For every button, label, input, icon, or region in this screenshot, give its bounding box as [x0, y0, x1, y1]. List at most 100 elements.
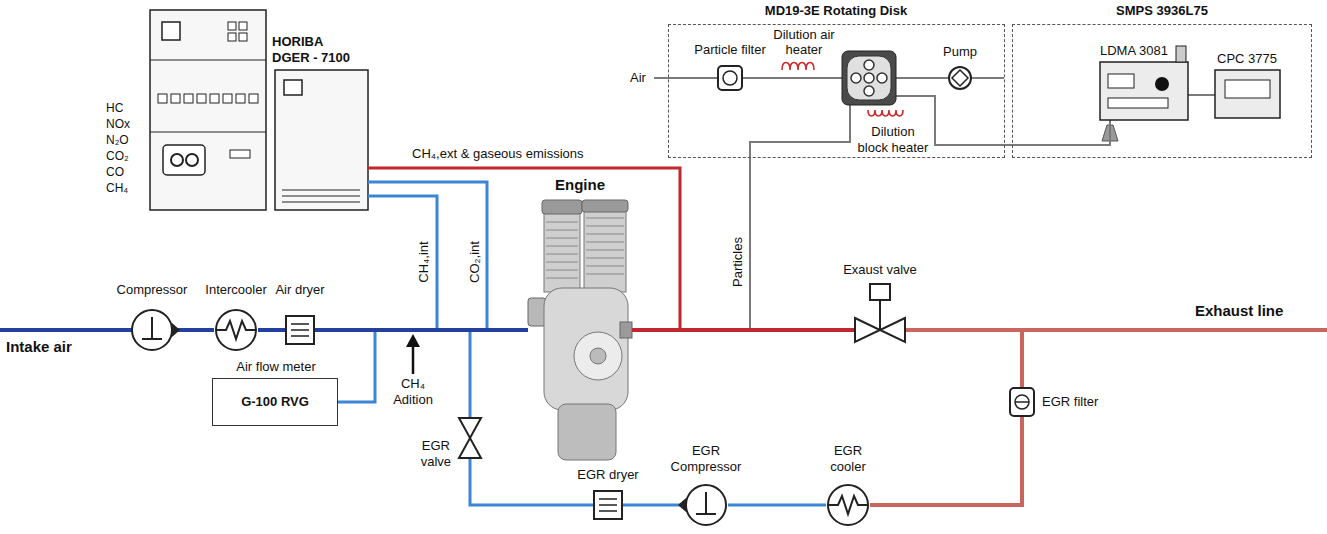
- rack-knob: [171, 154, 183, 166]
- rack-indicator: [249, 94, 258, 103]
- pipe: [742, 77, 842, 79]
- rack-indicator: [197, 94, 206, 103]
- flow-label: CH₄,ext & gaseous emissions: [412, 146, 584, 162]
- engine-sump: [558, 404, 616, 460]
- flow-label: CO₂,int: [467, 241, 483, 283]
- compressor-rotor: [142, 317, 162, 339]
- dryer-trays: [291, 324, 309, 336]
- compressor-rotor: [696, 492, 716, 514]
- component-label: Particle filter: [694, 42, 766, 58]
- instrument-knob: [1155, 77, 1169, 91]
- pipe: [470, 458, 594, 505]
- pipe: [632, 328, 855, 332]
- disk-housing: [842, 51, 896, 105]
- rack-knob: [186, 154, 198, 166]
- disk-cavity: [877, 73, 887, 83]
- pipe: [905, 330, 1022, 388]
- dryer-trays: [599, 499, 617, 511]
- rack-button: [239, 33, 247, 41]
- component-label: SMPS 3936L75: [1116, 3, 1208, 19]
- rack-button: [228, 33, 236, 41]
- component-label: Engine: [555, 176, 605, 194]
- dilution-unit: MD19-3E Rotating DiskParticle filterDilu…: [668, 24, 1005, 158]
- compressor-casing: [686, 485, 726, 525]
- pipe: [368, 168, 680, 330]
- unit-vents: [282, 190, 360, 202]
- heater-label: Dilution air heater: [773, 28, 835, 58]
- valve-half: [880, 318, 905, 342]
- analyzer-rack: [150, 10, 266, 210]
- component-label: EGR cooler: [830, 443, 865, 474]
- air-dryer-symbol: [286, 316, 314, 344]
- pipe: [258, 328, 286, 332]
- engine-cylinder: [584, 208, 626, 292]
- pump-rotor: [952, 70, 968, 86]
- rack-indicator: [210, 94, 219, 103]
- particle-counter: CPC 3775: [1215, 70, 1280, 118]
- egr-filter: EGR filter: [1010, 388, 1034, 416]
- disk-plate: [847, 56, 891, 100]
- component-label: Air flow meter: [236, 359, 315, 375]
- component-label: Dilution block heater: [856, 124, 930, 155]
- gas-analyzer: HC NOx N₂O CO₂ CO CH₄HORIBA DGER - 7100: [100, 8, 368, 213]
- injection-label: CH₄ Adition: [393, 376, 433, 407]
- exhaust-port: [620, 322, 632, 338]
- egr-dryer-symbol: [594, 491, 622, 519]
- intake-pipe: [0, 328, 134, 332]
- egr-cooler: EGR cooler: [826, 483, 870, 527]
- pump-outlet-pipe: [970, 77, 1004, 79]
- egr-cooler-symbol: [826, 483, 870, 527]
- cooler-coil: [828, 496, 868, 514]
- cylinder-fins: [586, 218, 624, 274]
- heater-coil: [782, 63, 814, 71]
- instrument-panel: [1108, 98, 1168, 108]
- air-flow-meter: Air flow meterG-100 RVG: [212, 378, 338, 426]
- compressor: Compressor: [130, 308, 174, 352]
- component-label: Compressor: [117, 282, 188, 298]
- dryer-body: [594, 491, 622, 519]
- pipe: [632, 105, 850, 330]
- valve-half: [459, 438, 481, 458]
- disk-cavity: [864, 86, 874, 96]
- analyzer-unit: [275, 70, 368, 210]
- component-label: Pump: [943, 44, 977, 60]
- valve-half: [855, 318, 880, 342]
- particle-sizer: SMPS 3936L75LDMA 3081CPC 3775: [1012, 24, 1312, 158]
- component-label: EGR Compressor: [671, 443, 742, 474]
- rack-button: [239, 22, 247, 30]
- rack-display: [162, 22, 180, 40]
- component-label: HC NOx N₂O CO₂ CO CH₄: [106, 100, 130, 196]
- disk-cavity: [851, 73, 861, 83]
- heater-coil: [868, 110, 903, 116]
- meter-name: G-100 RVG: [241, 394, 309, 410]
- cylinder-head: [542, 200, 582, 214]
- rack-slot: [230, 150, 250, 158]
- component-label: CPC 3775: [1217, 51, 1277, 67]
- filter-body: [1010, 388, 1034, 416]
- pipe: [896, 96, 1110, 145]
- pipe: [1188, 94, 1215, 96]
- rack-divider: [150, 60, 266, 61]
- intercooler-symbol: [214, 308, 258, 352]
- pump: Pump: [948, 66, 972, 90]
- clutch-hub: [590, 348, 606, 364]
- pipe: [314, 328, 528, 332]
- pipe: [314, 182, 487, 330]
- particle-filter-symbol: [718, 66, 742, 90]
- component-label: EGR filter: [1042, 394, 1098, 410]
- outlet-mark: [172, 323, 180, 337]
- cylinder-head: [582, 200, 628, 212]
- engine-crankcase: [544, 288, 628, 410]
- rack-indicator: [184, 94, 193, 103]
- filter-body: [718, 66, 742, 90]
- rotating-disk: Dilution block heater: [842, 51, 896, 105]
- egr-dryer: EGR dryer: [594, 491, 622, 519]
- inlet-label: Air: [630, 70, 646, 86]
- dilution-air-pipe: [654, 77, 720, 79]
- dma-column: LDMA 3081: [1100, 62, 1188, 120]
- component-label: EGR dryer: [577, 467, 638, 483]
- outlet-label: Exhaust line: [1195, 302, 1283, 320]
- pipe: [622, 504, 684, 507]
- pipe: [870, 416, 1022, 505]
